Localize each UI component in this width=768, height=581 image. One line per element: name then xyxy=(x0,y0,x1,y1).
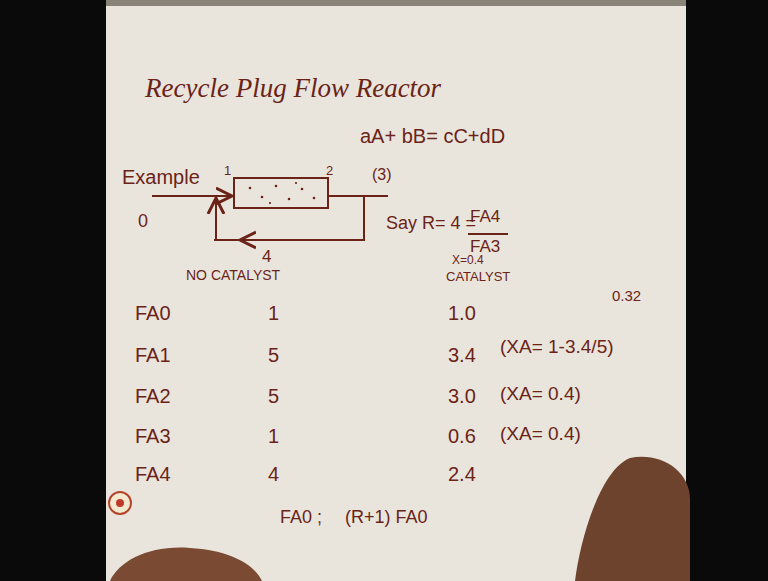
handwritten-label: (XA= 1-3.4/5) xyxy=(500,337,614,358)
handwritten-label: aA+ bB= cC+dD xyxy=(360,125,505,147)
handwritten-label: FA1 xyxy=(135,344,171,366)
handwritten-label: 1 xyxy=(268,425,279,447)
handwritten-label: Example xyxy=(122,166,200,188)
handwritten-label: 4 xyxy=(268,463,279,485)
handwritten-label: (R+1) FA0 xyxy=(345,508,428,528)
paper-edge xyxy=(106,0,686,6)
logo-center xyxy=(116,499,124,507)
handwritten-label: 5 xyxy=(268,385,279,407)
title: Recycle Plug Flow Reactor xyxy=(145,74,441,104)
handwritten-label: FA0 ; xyxy=(280,508,322,528)
handwritten-label: (XA= 0.4) xyxy=(500,384,581,405)
fraction-bar xyxy=(468,233,508,235)
handwritten-label: 0 xyxy=(138,212,148,232)
handwritten-label: (3) xyxy=(372,166,392,184)
handwritten-label: 0.32 xyxy=(612,288,641,305)
handwritten-label: 2 xyxy=(326,164,333,178)
handwritten-label: FA3 xyxy=(135,425,171,447)
handwritten-label: 3.0 xyxy=(448,385,476,407)
paper xyxy=(106,0,686,581)
handwritten-label: 1.0 xyxy=(448,302,476,324)
handwritten-label: 2.4 xyxy=(448,463,476,485)
handwritten-label: 5 xyxy=(268,344,279,366)
handwritten-label: 1 xyxy=(224,164,231,178)
handwritten-label: Say R= 4 = xyxy=(386,214,476,234)
logo xyxy=(109,492,131,514)
handwritten-label: X=0.4 xyxy=(452,254,484,267)
handwritten-label: FA2 xyxy=(135,385,171,407)
hand xyxy=(110,548,262,581)
reactor-box xyxy=(234,178,328,208)
handwritten-label: FA0 xyxy=(135,302,171,324)
flow-lines xyxy=(152,196,388,240)
catalyst-dots xyxy=(249,182,316,204)
handwritten-label: FA4 xyxy=(135,463,171,485)
handwritten-label: (XA= 0.4) xyxy=(500,424,581,445)
handwritten-label: 3.4 xyxy=(448,344,476,366)
handwritten-label: CATALYST xyxy=(446,270,510,284)
handwritten-label: FA4 xyxy=(470,208,500,227)
handwritten-label: 4 xyxy=(262,248,271,267)
handwritten-label: 1 xyxy=(268,302,279,324)
hand xyxy=(575,457,690,581)
handwritten-label: 0.6 xyxy=(448,425,476,447)
handwritten-label: NO CATALYST xyxy=(186,268,280,283)
